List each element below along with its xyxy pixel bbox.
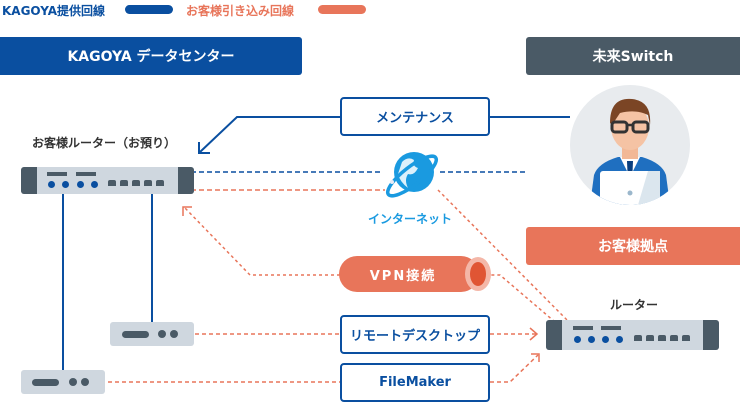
router-led [616, 336, 623, 343]
legend-customer-label: お客様引き込み回線 [186, 4, 295, 18]
legend-kagoya-label: KAGOYA提供回線 [2, 4, 106, 18]
customer-router-dc [21, 167, 194, 194]
customer-router-site [546, 320, 719, 350]
internet-to-site-line [437, 189, 569, 322]
maintenance-box: メンテナンス [340, 97, 490, 136]
router-led [62, 181, 69, 188]
router-port [144, 180, 152, 186]
maintenance-arrowhead [198, 142, 210, 154]
vpn-line [184, 207, 556, 323]
vpn-arrowhead [182, 206, 192, 216]
filemaker-arrowhead [531, 353, 540, 362]
router-endcap [21, 167, 37, 194]
router-port [132, 180, 140, 186]
router-led [602, 336, 609, 343]
remote-desktop-arrowhead [529, 327, 539, 341]
customer-router-dc-label: お客様ルーター（お預り） [32, 136, 177, 150]
server-icon [21, 370, 105, 394]
router-port [646, 335, 654, 341]
router-led [574, 336, 581, 343]
vpn-pipe-end [465, 257, 491, 291]
router-port [108, 180, 116, 186]
customer-site-header: お客様拠点 [526, 227, 740, 265]
router-led [48, 181, 55, 188]
router-port [682, 335, 690, 341]
router-endcap [703, 320, 719, 350]
router-port [634, 335, 642, 341]
server-icon [110, 322, 194, 346]
legend-customer-swatch [318, 5, 366, 14]
operator-avatar-icon [570, 85, 690, 205]
router-led [588, 336, 595, 343]
vpn-connection: VPN接続 [339, 256, 479, 292]
router-led [77, 181, 84, 188]
filemaker-box: FileMaker [340, 363, 490, 402]
router-endcap [178, 167, 194, 194]
customer-router-site-label: ルーター [610, 298, 659, 312]
router-endcap [546, 320, 562, 350]
router-slot [573, 326, 593, 330]
kagoya-datacenter-header: KAGOYA データセンター [0, 37, 302, 75]
filemaker-line-right [490, 354, 539, 383]
router-led [91, 181, 98, 188]
internet-label: インターネット [368, 212, 453, 226]
router-port [120, 180, 128, 186]
legend-kagoya-swatch [125, 5, 173, 14]
router-slot [47, 172, 67, 176]
mirai-switch-header: 未来Switch [526, 37, 740, 75]
router-slot [601, 326, 621, 330]
router-slot [76, 172, 96, 176]
router-port [658, 335, 666, 341]
globe-icon [384, 148, 440, 204]
router-port [670, 335, 678, 341]
remote-desktop-box: リモートデスクトップ [340, 315, 490, 354]
maintenance-line [199, 116, 570, 153]
router-port [156, 180, 164, 186]
